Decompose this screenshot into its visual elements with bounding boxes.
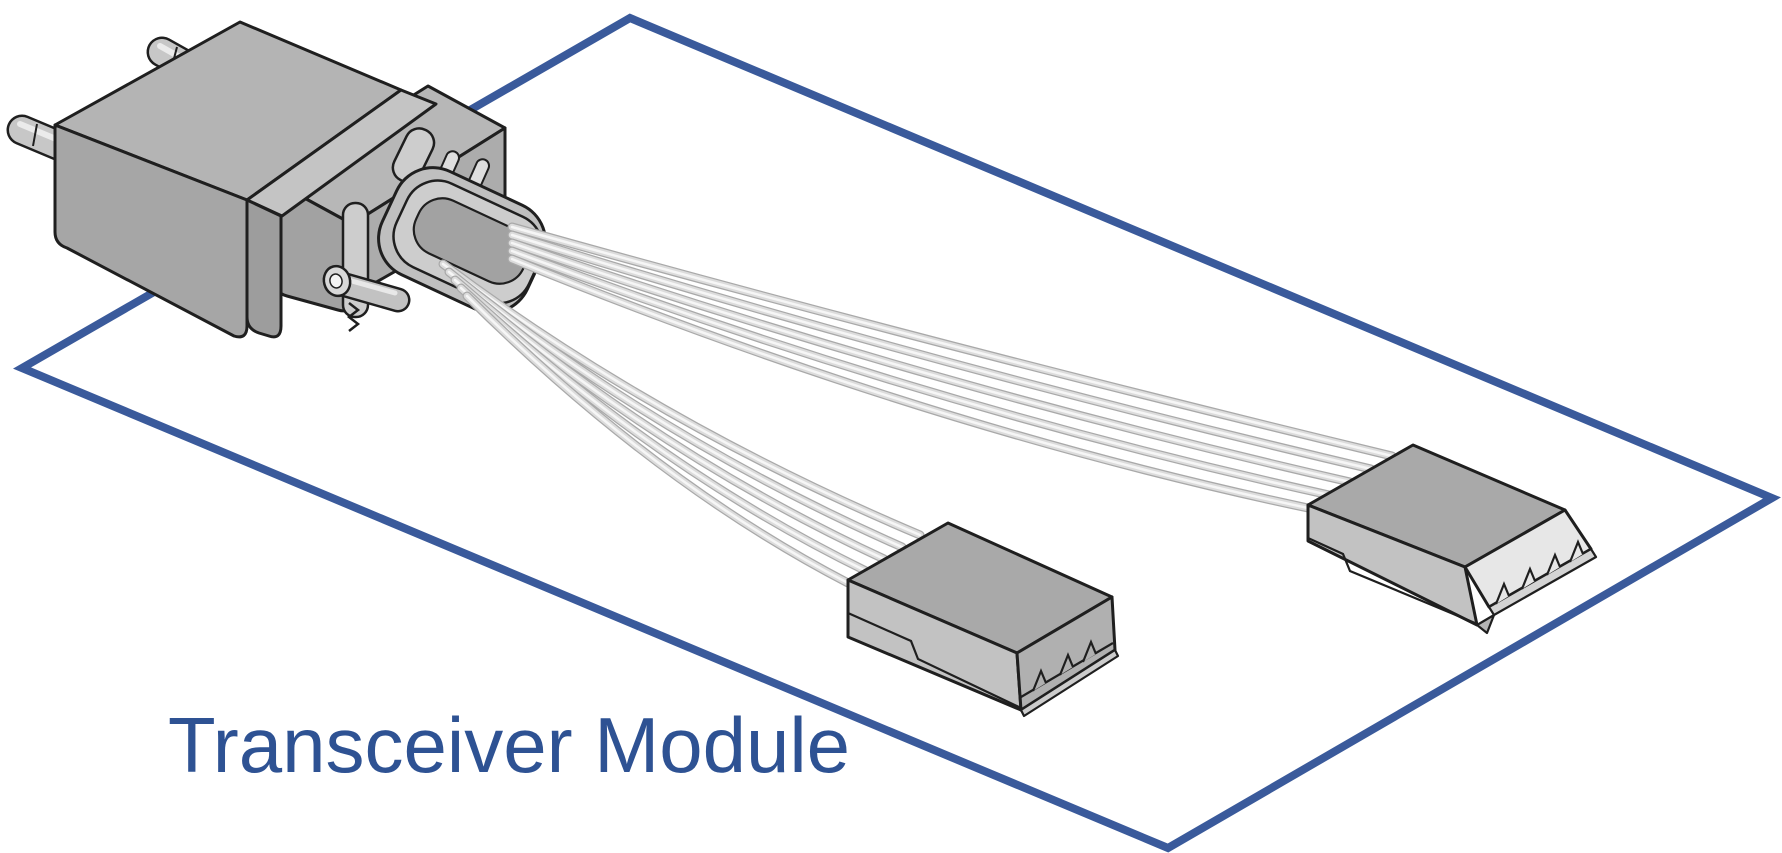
clip-serration [346, 302, 361, 332]
fiber-strand [507, 246, 1334, 500]
fiber-strand [507, 238, 1355, 487]
subassembly-bottom-strip [1019, 648, 1120, 718]
optical-subassembly-right [1306, 443, 1598, 635]
fiber-strand [450, 275, 889, 564]
connector-body-front-face [53, 123, 249, 339]
fiber-strand [507, 222, 1397, 461]
module-label: Transceiver Module [168, 701, 850, 789]
collar-front-face [245, 198, 283, 339]
fiber-strand [507, 230, 1376, 474]
fiber-strand [438, 259, 925, 540]
fiber-ribbon-lower [438, 259, 925, 588]
ferrule-boot [377, 166, 547, 314]
latch-pin-icon [322, 264, 411, 313]
fiber-strand [507, 254, 1313, 513]
fiber-strand [444, 267, 907, 552]
fiber-strand [462, 291, 853, 588]
subassembly-notch [847, 611, 1022, 709]
subassembly-notch [1307, 536, 1476, 625]
fiber-connector [6, 20, 547, 339]
optical-subassembly-bottom [846, 521, 1120, 718]
subassembly-bottom-tip [1475, 613, 1496, 635]
subassembly-serrations [1494, 539, 1585, 605]
fiber-ribbon-upper [507, 222, 1397, 513]
clip-prong-rear [391, 127, 436, 184]
subassembly-serrations [1031, 639, 1098, 692]
